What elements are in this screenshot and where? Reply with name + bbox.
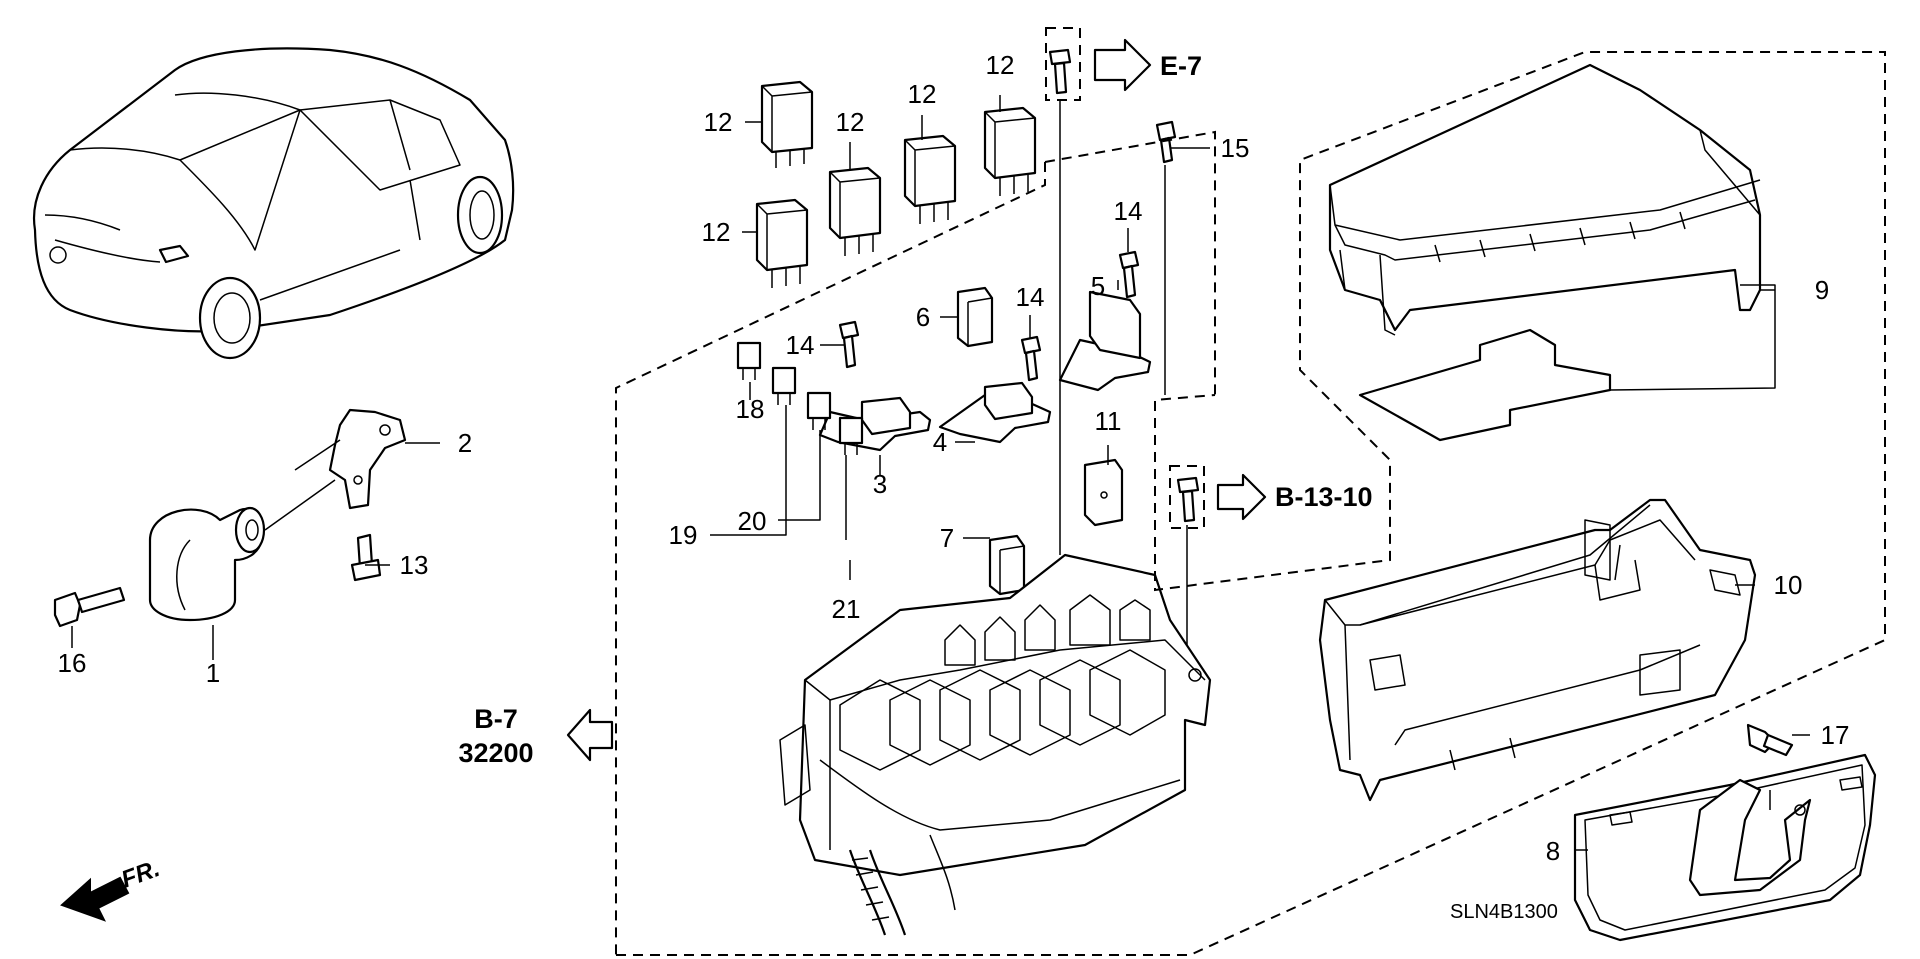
callout-12: 12 [986, 50, 1015, 80]
callout-7: 7 [940, 523, 954, 553]
ref-arrow-b1310[interactable]: B-13-10 [1216, 473, 1373, 521]
ref-label-b1310[interactable]: B-13-10 [1275, 482, 1373, 512]
mounting-bracket [1573, 753, 1877, 942]
callout-16: 16 [58, 648, 87, 678]
fuse-box-cover [1328, 63, 1762, 442]
callout-12: 12 [908, 79, 937, 109]
diagram-code: SLN4B1300 [1450, 901, 1558, 923]
callout-21: 21 [832, 594, 861, 624]
callout-1: 1 [206, 658, 220, 688]
horn-assembly [53, 408, 407, 628]
ref-label-b7[interactable]: B-7 [474, 704, 518, 734]
callout-4: 4 [933, 427, 947, 457]
callout-14: 14 [786, 330, 815, 360]
small-components [736, 48, 1794, 757]
callout-3: 3 [873, 469, 887, 499]
vehicle-illustration [32, 47, 515, 360]
ref-arrow-e7[interactable]: E-7 [1093, 38, 1202, 92]
ref-label-e7[interactable]: E-7 [1160, 51, 1202, 81]
callout-8: 8 [1546, 836, 1560, 866]
callout-5: 5 [1091, 271, 1105, 301]
callout-2: 2 [458, 428, 472, 458]
callout-14: 14 [1016, 282, 1045, 312]
callout-9: 9 [1815, 275, 1829, 305]
callout-labels: 1 2 3 4 5 6 7 8 9 10 11 12 12 12 12 12 1… [58, 50, 1850, 866]
callout-18: 18 [736, 394, 765, 424]
fuse-box-assembly [779, 553, 1212, 936]
callout-13: 13 [400, 550, 429, 580]
callout-19: 19 [669, 520, 698, 550]
lower-cover [1318, 498, 1757, 802]
callout-20: 20 [738, 506, 767, 536]
leader-lines [71, 95, 1810, 851]
front-arrow-icon [60, 876, 130, 922]
callout-15: 15 [1221, 133, 1250, 163]
callout-11: 11 [1095, 406, 1122, 436]
ref-label-32200[interactable]: 32200 [458, 738, 533, 768]
callout-12: 12 [836, 107, 865, 137]
front-label: FR. [118, 855, 164, 894]
relay-group [755, 80, 1037, 288]
ref-arrow-b7[interactable]: B-7 32200 [458, 704, 614, 768]
callout-6: 6 [916, 302, 930, 332]
callout-12: 12 [704, 107, 733, 137]
callout-17: 17 [1821, 720, 1850, 750]
callout-12: 12 [702, 217, 731, 247]
callout-10: 10 [1774, 570, 1803, 600]
callout-14: 14 [1114, 196, 1143, 226]
front-direction-indicator: FR. [60, 855, 164, 922]
